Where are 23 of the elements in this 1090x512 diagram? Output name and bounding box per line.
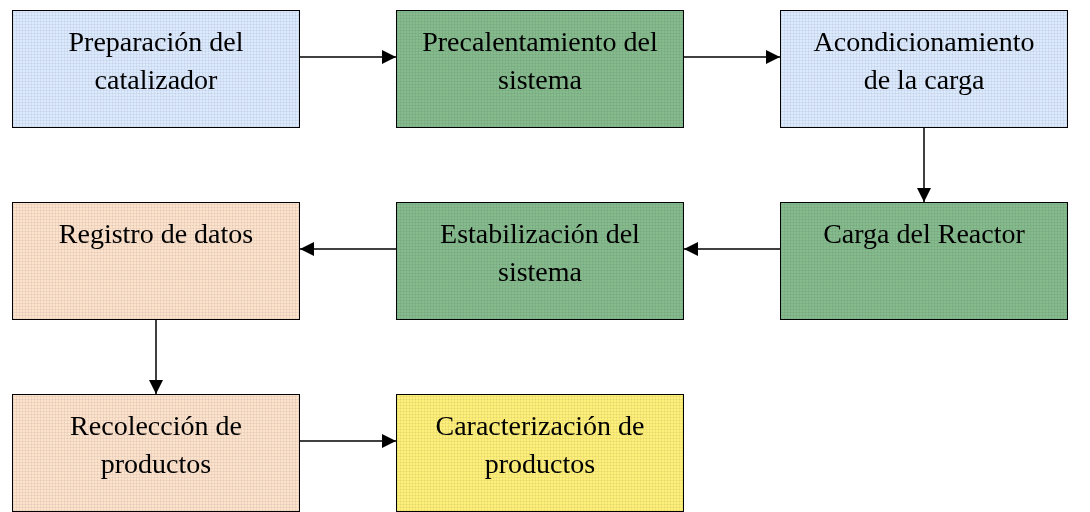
arrow	[299, 50, 397, 64]
process-box	[12, 202, 300, 320]
box-label: Precalentamiento del sistema	[421, 25, 659, 97]
process-box	[780, 202, 1068, 320]
process-box	[12, 10, 300, 128]
process-box	[12, 394, 300, 512]
arrow	[299, 434, 397, 448]
box-label: Caracterización de productos	[434, 409, 646, 481]
box-label: Recolección de productos	[69, 409, 243, 481]
arrow	[299, 242, 397, 256]
process-box	[396, 202, 684, 320]
arrow	[683, 50, 781, 64]
arrow	[683, 242, 781, 256]
box-label: Carga del Reactor	[822, 217, 1026, 251]
box-label: Estabilización del sistema	[439, 217, 641, 289]
process-box	[780, 10, 1068, 128]
box-label: Acondicionamiento de la carga	[812, 25, 1036, 97]
process-box	[396, 10, 684, 128]
arrow	[917, 127, 931, 203]
box-label: Preparación del catalizador	[67, 25, 245, 97]
process-box	[396, 394, 684, 512]
arrow	[149, 319, 163, 395]
box-label: Registro de datos	[57, 217, 255, 251]
